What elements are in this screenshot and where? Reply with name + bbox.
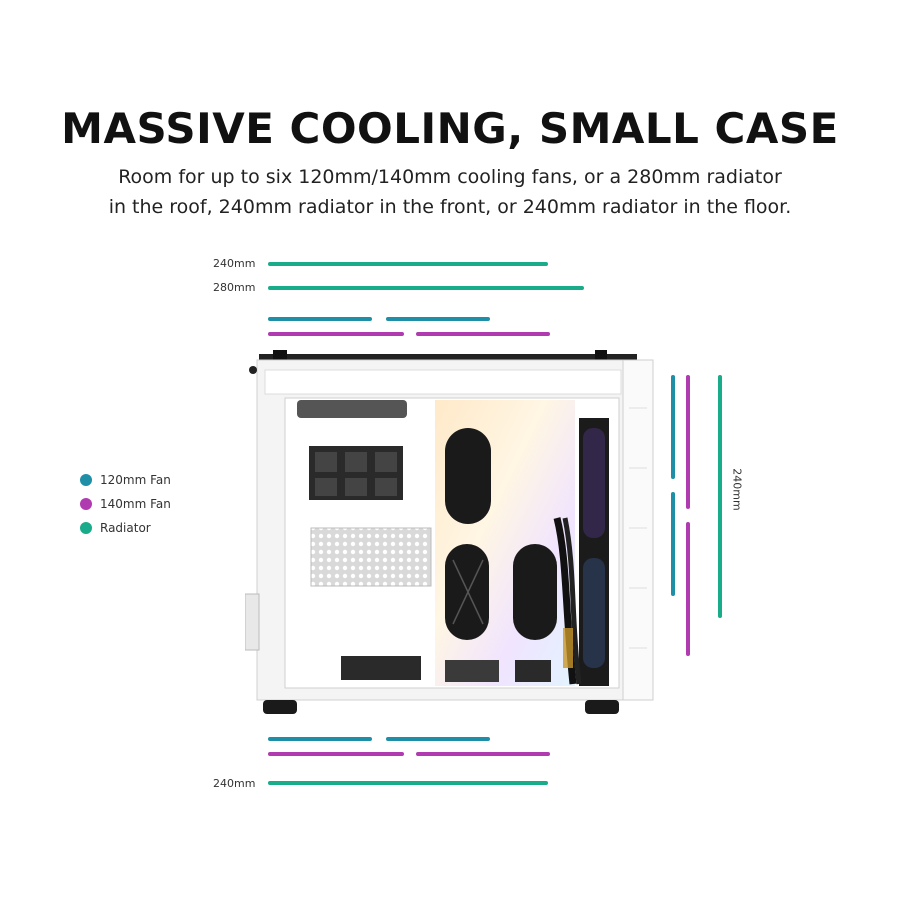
bottom-radiator-240-label: 240mm [213,777,256,790]
subtitle-line-1: Room for up to six 120mm/140mm cooling f… [118,166,782,188]
cable-cutout-mid [445,544,489,640]
bottom-fan140-bar-1 [268,752,404,756]
io-panel [245,593,260,651]
foot-right [585,700,619,714]
front-fan120-bar-2 [671,492,675,596]
cable-cutout-right [513,544,557,640]
bottom-radiator-240-bar [268,781,548,785]
bottom-fan140-bar-2 [416,752,550,756]
top-radiator-280-bar [268,286,584,290]
pc-case-illustration [245,350,654,714]
legend-label-fan140: 140mm Fan [100,497,171,511]
front-fan120-bar-1 [671,375,675,479]
cable-cutout-top [445,428,491,524]
top-fan120-bar-1 [268,317,372,321]
top-radiator-240-bar [268,262,548,266]
top-fan140-bar-2 [416,332,550,336]
front-fan140-bar-1 [686,375,690,509]
legend-label-fan120: 120mm Fan [100,473,171,487]
front-radiator-240-bar [718,375,722,618]
top-radiator-280-label: 280mm [213,281,256,294]
subtitle-line-2: in the roof, 240mm radiator in the front… [108,196,792,218]
legend-dot-fan120 [80,474,92,486]
legend-dot-fan140 [80,498,92,510]
legend-item-fan140: 140mm Fan [80,492,171,516]
page-title: MASSIVE COOLING, SMALL CASE [61,104,839,153]
front-radiator-240-label: 240mm [730,468,744,511]
foot-left [263,700,297,714]
top-radiator-240-label: 240mm [213,257,256,270]
front-panel [622,359,654,701]
legend: 120mm Fan 140mm Fan Radiator [80,468,171,540]
legend-item-radiator: Radiator [80,516,171,540]
top-fan140-bar-1 [268,332,404,336]
front-fan140-bar-2 [686,522,690,656]
bottom-fan120-bar-1 [268,737,372,741]
legend-item-fan120: 120mm Fan [80,468,171,492]
psu-mesh [310,527,432,587]
top-fan120-bar-2 [386,317,490,321]
legend-dot-radiator [80,522,92,534]
legend-label-radiator: Radiator [100,521,151,535]
bottom-fan120-bar-2 [386,737,490,741]
top-glass-edge [259,354,637,360]
